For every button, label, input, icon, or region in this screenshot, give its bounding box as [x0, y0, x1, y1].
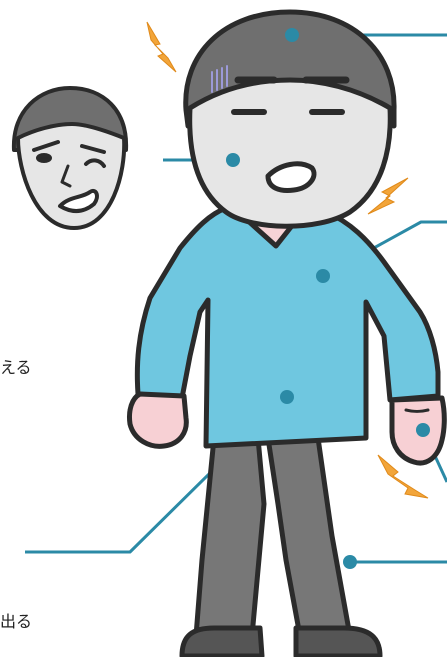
- trouser-right: [268, 438, 350, 636]
- hand-left: [129, 394, 186, 446]
- annotation-text-fragment: える: [0, 360, 32, 376]
- shoe-left: [182, 628, 262, 656]
- lightning-bolt-icon: [147, 22, 176, 72]
- trouser-left: [196, 438, 264, 636]
- leader-dot-hand: [416, 423, 430, 437]
- leader-dot-hair: [285, 28, 299, 42]
- grimacing-face-icon: [14, 88, 126, 228]
- face: [190, 80, 391, 226]
- leader-dot-chest: [316, 269, 330, 283]
- leader-dot-face: [226, 153, 240, 167]
- person-figure: [129, 12, 444, 656]
- annotation-text-fragment: 出る: [0, 614, 32, 630]
- shoe-right: [296, 628, 380, 656]
- leader-dot-legs: [343, 555, 357, 569]
- mouth: [268, 164, 314, 191]
- leader-dot-torso: [280, 390, 294, 404]
